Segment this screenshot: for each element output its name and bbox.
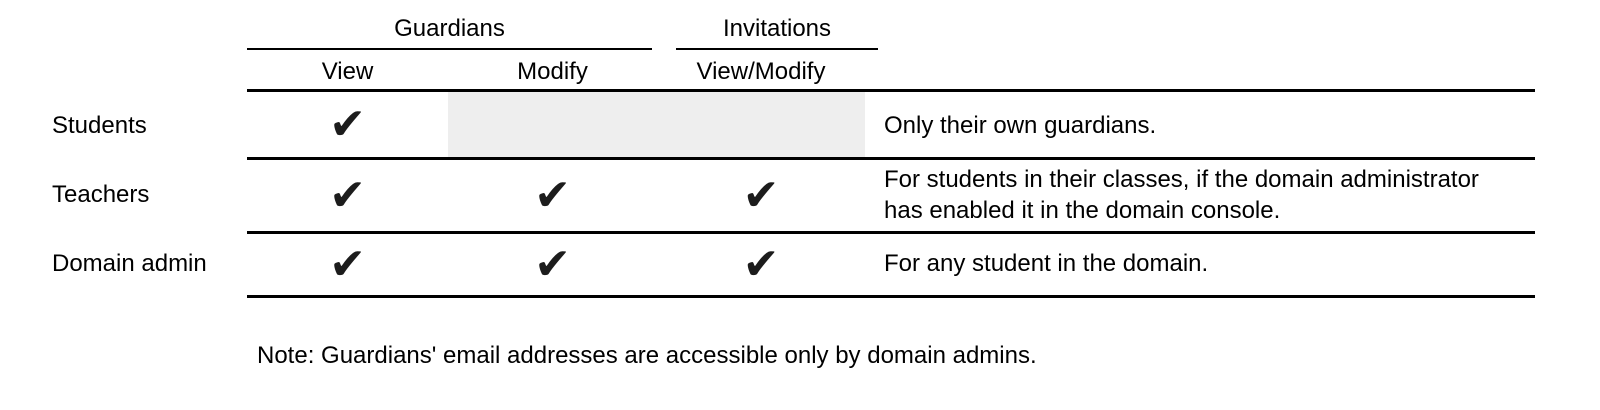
table-rule-header (247, 89, 1535, 92)
cell-teachers-guardians-view: ✔ (247, 160, 448, 231)
check-icon: ✔ (742, 171, 780, 220)
table-rule-bottom (247, 295, 1535, 298)
guardians-group-underline (247, 48, 652, 50)
note-teachers-line-2: has enabled it in the domain console. (884, 197, 1281, 224)
column-group-invitations-label: Invitations (722, 15, 832, 42)
note-students: Only their own guardians. (884, 112, 1157, 139)
invitations-group-underline (676, 48, 878, 50)
row-label-teachers: Teachers (52, 181, 150, 208)
cell-domain-admin-guardians-modify: ✔ (448, 234, 657, 295)
check-icon: ✔ (534, 171, 571, 220)
row-label-domain-admin: Domain admin (52, 250, 207, 277)
check-icon: ✔ (329, 171, 366, 220)
check-icon: ✔ (742, 240, 780, 289)
check-icon: ✔ (329, 100, 366, 149)
column-header-modify: Modify (517, 58, 588, 85)
cell-teachers-guardians-modify: ✔ (448, 160, 657, 231)
students-unavailable-cells-region (448, 92, 865, 157)
column-header-view: View (321, 58, 374, 85)
row-label-students: Students (52, 112, 147, 139)
cell-teachers-invitations-view-modify: ✔ (657, 160, 865, 231)
column-group-guardians-label: Guardians (394, 15, 505, 42)
check-icon: ✔ (534, 240, 571, 289)
note-teachers-line-1: For students in their classes, if the do… (884, 166, 1479, 193)
note-teachers: For students in their classes, if the do… (884, 164, 1479, 226)
column-header-view-modify: View/Modify (696, 58, 826, 85)
note-domain-admin: For any student in the domain. (884, 250, 1209, 277)
footer-note: Note: Guardians' email addresses are acc… (257, 342, 1037, 369)
table-rule-after-students (247, 157, 1535, 160)
check-icon: ✔ (329, 240, 366, 289)
cell-domain-admin-invitations-view-modify: ✔ (657, 234, 865, 295)
cell-domain-admin-guardians-view: ✔ (247, 234, 448, 295)
table-rule-after-teachers (247, 231, 1535, 234)
cell-students-guardians-view: ✔ (247, 92, 448, 157)
